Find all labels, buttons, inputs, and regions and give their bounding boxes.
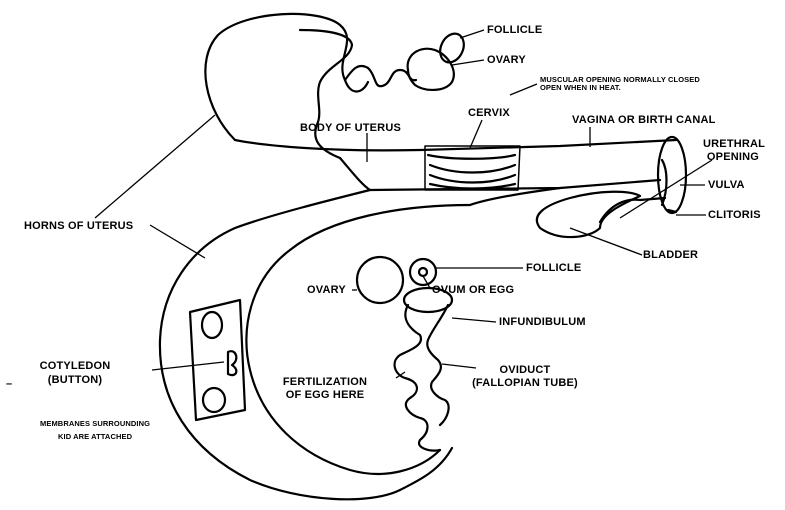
leader-bladder bbox=[570, 228, 642, 255]
label-follicle-top: FOLLICLE bbox=[487, 24, 542, 36]
leader-cotyledon bbox=[152, 362, 224, 370]
upper-follicle bbox=[436, 30, 469, 66]
label-cervix: CERVIX bbox=[468, 107, 510, 119]
lower-horn-inner bbox=[246, 205, 470, 474]
cervix-ring-2 bbox=[430, 165, 515, 173]
cervix-ring-3 bbox=[430, 175, 515, 183]
upper-horn-inner bbox=[300, 30, 352, 158]
leader-infundibulum bbox=[452, 318, 496, 322]
label-dash: – bbox=[6, 378, 12, 390]
leader-horns-upper bbox=[95, 115, 215, 218]
cotyledon-hole-top bbox=[202, 312, 222, 338]
label-ovary-mid: OVARY bbox=[307, 284, 346, 296]
label-urethral-line1: URETHRAL bbox=[703, 138, 763, 150]
label-bladder: BLADDER bbox=[643, 249, 698, 261]
label-body-of-uterus: BODY OF UTERUS bbox=[300, 122, 401, 134]
label-vulva: VULVA bbox=[708, 179, 745, 191]
cervix-ring-1 bbox=[428, 155, 515, 159]
label-horns-of-uterus: HORNS OF UTERUS bbox=[24, 220, 133, 232]
label-muscular-line2: OPEN WHEN IN HEAT. bbox=[540, 84, 621, 93]
label-fertilization-line1: FERTILIZATION bbox=[265, 376, 385, 388]
cotyledon-hole-bottom bbox=[203, 388, 225, 412]
upper-oviduct bbox=[345, 66, 416, 86]
label-oviduct-line1: OVIDUCT bbox=[470, 364, 580, 376]
label-cotyledon-line2: (BUTTON) bbox=[30, 374, 120, 386]
label-clitoris: CLITORIS bbox=[708, 209, 761, 221]
label-infundibulum: INFUNDIBULUM bbox=[499, 316, 586, 328]
lower-oviduct bbox=[395, 305, 440, 451]
cotyledon-button bbox=[228, 351, 236, 375]
label-membranes-line1: MEMBRANES SURROUNDING bbox=[40, 420, 150, 429]
leader-cervix bbox=[470, 120, 482, 148]
label-oviduct-line2: (FALLOPIAN TUBE) bbox=[470, 377, 580, 389]
vagina-upper-line bbox=[235, 140, 676, 150]
lower-ovary bbox=[357, 257, 403, 303]
leader-horns-lower bbox=[150, 225, 205, 258]
leader-follicle-top bbox=[460, 30, 484, 38]
label-cotyledon-line1: COTYLEDON bbox=[30, 360, 120, 372]
label-follicle-mid: FOLLICLE bbox=[526, 262, 581, 274]
label-fertilization-line2: OF EGG HERE bbox=[265, 389, 385, 401]
ovum bbox=[419, 268, 427, 276]
label-ovary-top: OVARY bbox=[487, 54, 526, 66]
lower-horn-outline bbox=[160, 190, 452, 499]
leader-muscular bbox=[510, 84, 537, 95]
label-ovum: OVUM OR EGG bbox=[432, 284, 514, 296]
upper-ovary bbox=[408, 49, 454, 90]
leader-ovum bbox=[423, 276, 430, 288]
vagina-lower-line bbox=[340, 158, 660, 190]
label-membranes-line2: KID ARE ATTACHED bbox=[58, 433, 132, 442]
label-vagina: VAGINA OR BIRTH CANAL bbox=[572, 114, 716, 126]
lower-follicle bbox=[410, 259, 436, 285]
label-urethral-line2: OPENING bbox=[703, 151, 763, 163]
